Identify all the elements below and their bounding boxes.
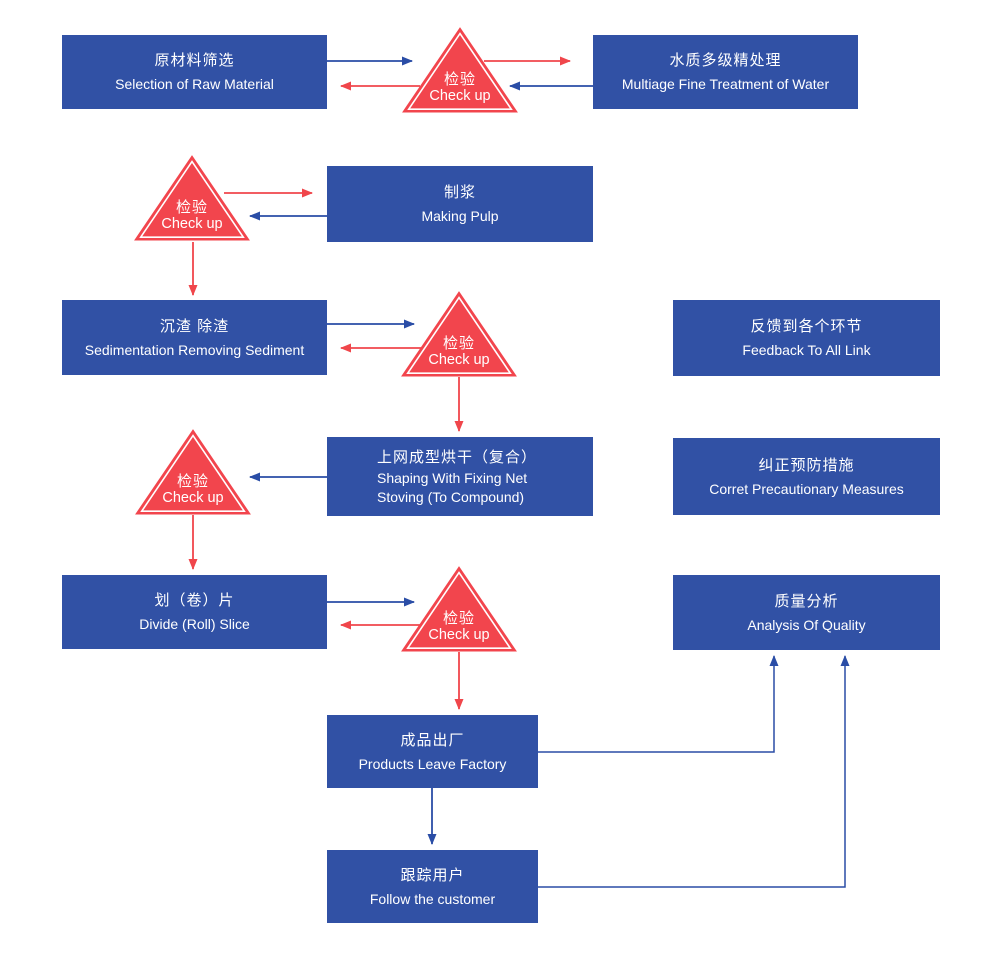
box-follow-customer-zh: 跟踪用户 bbox=[400, 866, 465, 884]
box-raw-material-zh: 原材料筛选 bbox=[154, 52, 235, 69]
box-analysis-quality-zh: 质量分析 bbox=[774, 592, 839, 610]
triangle-shape-icon bbox=[401, 291, 517, 377]
box-analysis-quality: 质量分析 Analysis Of Quality bbox=[673, 575, 940, 650]
checkup-triangle-5: 检验 Check up bbox=[401, 566, 517, 652]
box-follow-customer-en: Follow the customer bbox=[369, 890, 496, 907]
checkup-label: 检验 Check up bbox=[428, 335, 490, 368]
box-making-pulp-en: Making Pulp bbox=[421, 208, 499, 224]
box-divide-slice: 划（卷）片 Divide (Roll) Slice bbox=[62, 575, 327, 649]
box-water-treatment-zh: 水质多级精处理 bbox=[669, 52, 782, 69]
arrow-follow-to-analysis bbox=[538, 655, 850, 888]
box-making-pulp-zh: 制浆 bbox=[443, 184, 476, 201]
triangle-shape-icon bbox=[401, 566, 517, 652]
box-sedimentation-en: Sedimentation Removing Sediment bbox=[84, 341, 305, 358]
checkup-triangle-3: 检验 Check up bbox=[401, 291, 517, 377]
box-analysis-quality-en: Analysis Of Quality bbox=[747, 616, 866, 633]
box-products-leave-zh: 成品出厂 bbox=[400, 731, 465, 749]
box-water-treatment-en: Multiage Fine Treatment of Water bbox=[621, 76, 830, 92]
triangle-shape-icon bbox=[134, 155, 250, 241]
box-products-leave-en: Products Leave Factory bbox=[358, 755, 507, 772]
checkup-triangle-4: 检验 Check up bbox=[135, 429, 251, 515]
box-shaping-zh: 上网成型烘干（复合） bbox=[377, 448, 538, 466]
box-correct-measures-zh: 纠正预防措施 bbox=[758, 456, 855, 474]
triangle-shape-icon bbox=[135, 429, 251, 515]
arrow-products-to-analysis bbox=[538, 655, 779, 753]
box-water-treatment: 水质多级精处理 Multiage Fine Treatment of Water bbox=[593, 35, 858, 109]
box-shaping-en1: Shaping With Fixing Net bbox=[377, 469, 528, 486]
box-making-pulp: 制浆 Making Pulp bbox=[327, 166, 593, 242]
box-feedback: 反馈到各个环节 Feedback To All Link bbox=[673, 300, 940, 376]
checkup-triangle-2: 检验 Check up bbox=[134, 155, 250, 241]
triangle-shape-icon bbox=[402, 27, 518, 113]
box-correct-measures: 纠正预防措施 Corret Precautionary Measures bbox=[673, 438, 940, 515]
box-raw-material: 原材料筛选 Selection of Raw Material bbox=[62, 35, 327, 109]
checkup-triangle-1: 检验 Check up bbox=[402, 27, 518, 113]
box-divide-slice-en: Divide (Roll) Slice bbox=[139, 616, 250, 632]
box-feedback-en: Feedback To All Link bbox=[742, 342, 871, 358]
box-sedimentation-zh: 沉渣 除渣 bbox=[159, 317, 230, 335]
checkup-label: 检验 Check up bbox=[428, 610, 490, 643]
checkup-label: 检验 Check up bbox=[162, 473, 224, 506]
box-divide-slice-zh: 划（卷）片 bbox=[154, 592, 235, 609]
box-sedimentation: 沉渣 除渣 Sedimentation Removing Sediment bbox=[62, 300, 327, 375]
box-shaping-en2: Stoving (To Compound) bbox=[377, 488, 525, 505]
box-raw-material-en: Selection of Raw Material bbox=[115, 76, 274, 92]
checkup-label: 检验 Check up bbox=[429, 71, 491, 104]
checkup-label: 检验 Check up bbox=[161, 199, 223, 232]
box-products-leave: 成品出厂 Products Leave Factory bbox=[327, 715, 538, 788]
box-follow-customer: 跟踪用户 Follow the customer bbox=[327, 850, 538, 923]
box-feedback-zh: 反馈到各个环节 bbox=[750, 318, 863, 335]
box-correct-measures-en: Corret Precautionary Measures bbox=[709, 480, 904, 497]
box-shaping: 上网成型烘干（复合） Shaping With Fixing Net Stovi… bbox=[327, 437, 593, 516]
